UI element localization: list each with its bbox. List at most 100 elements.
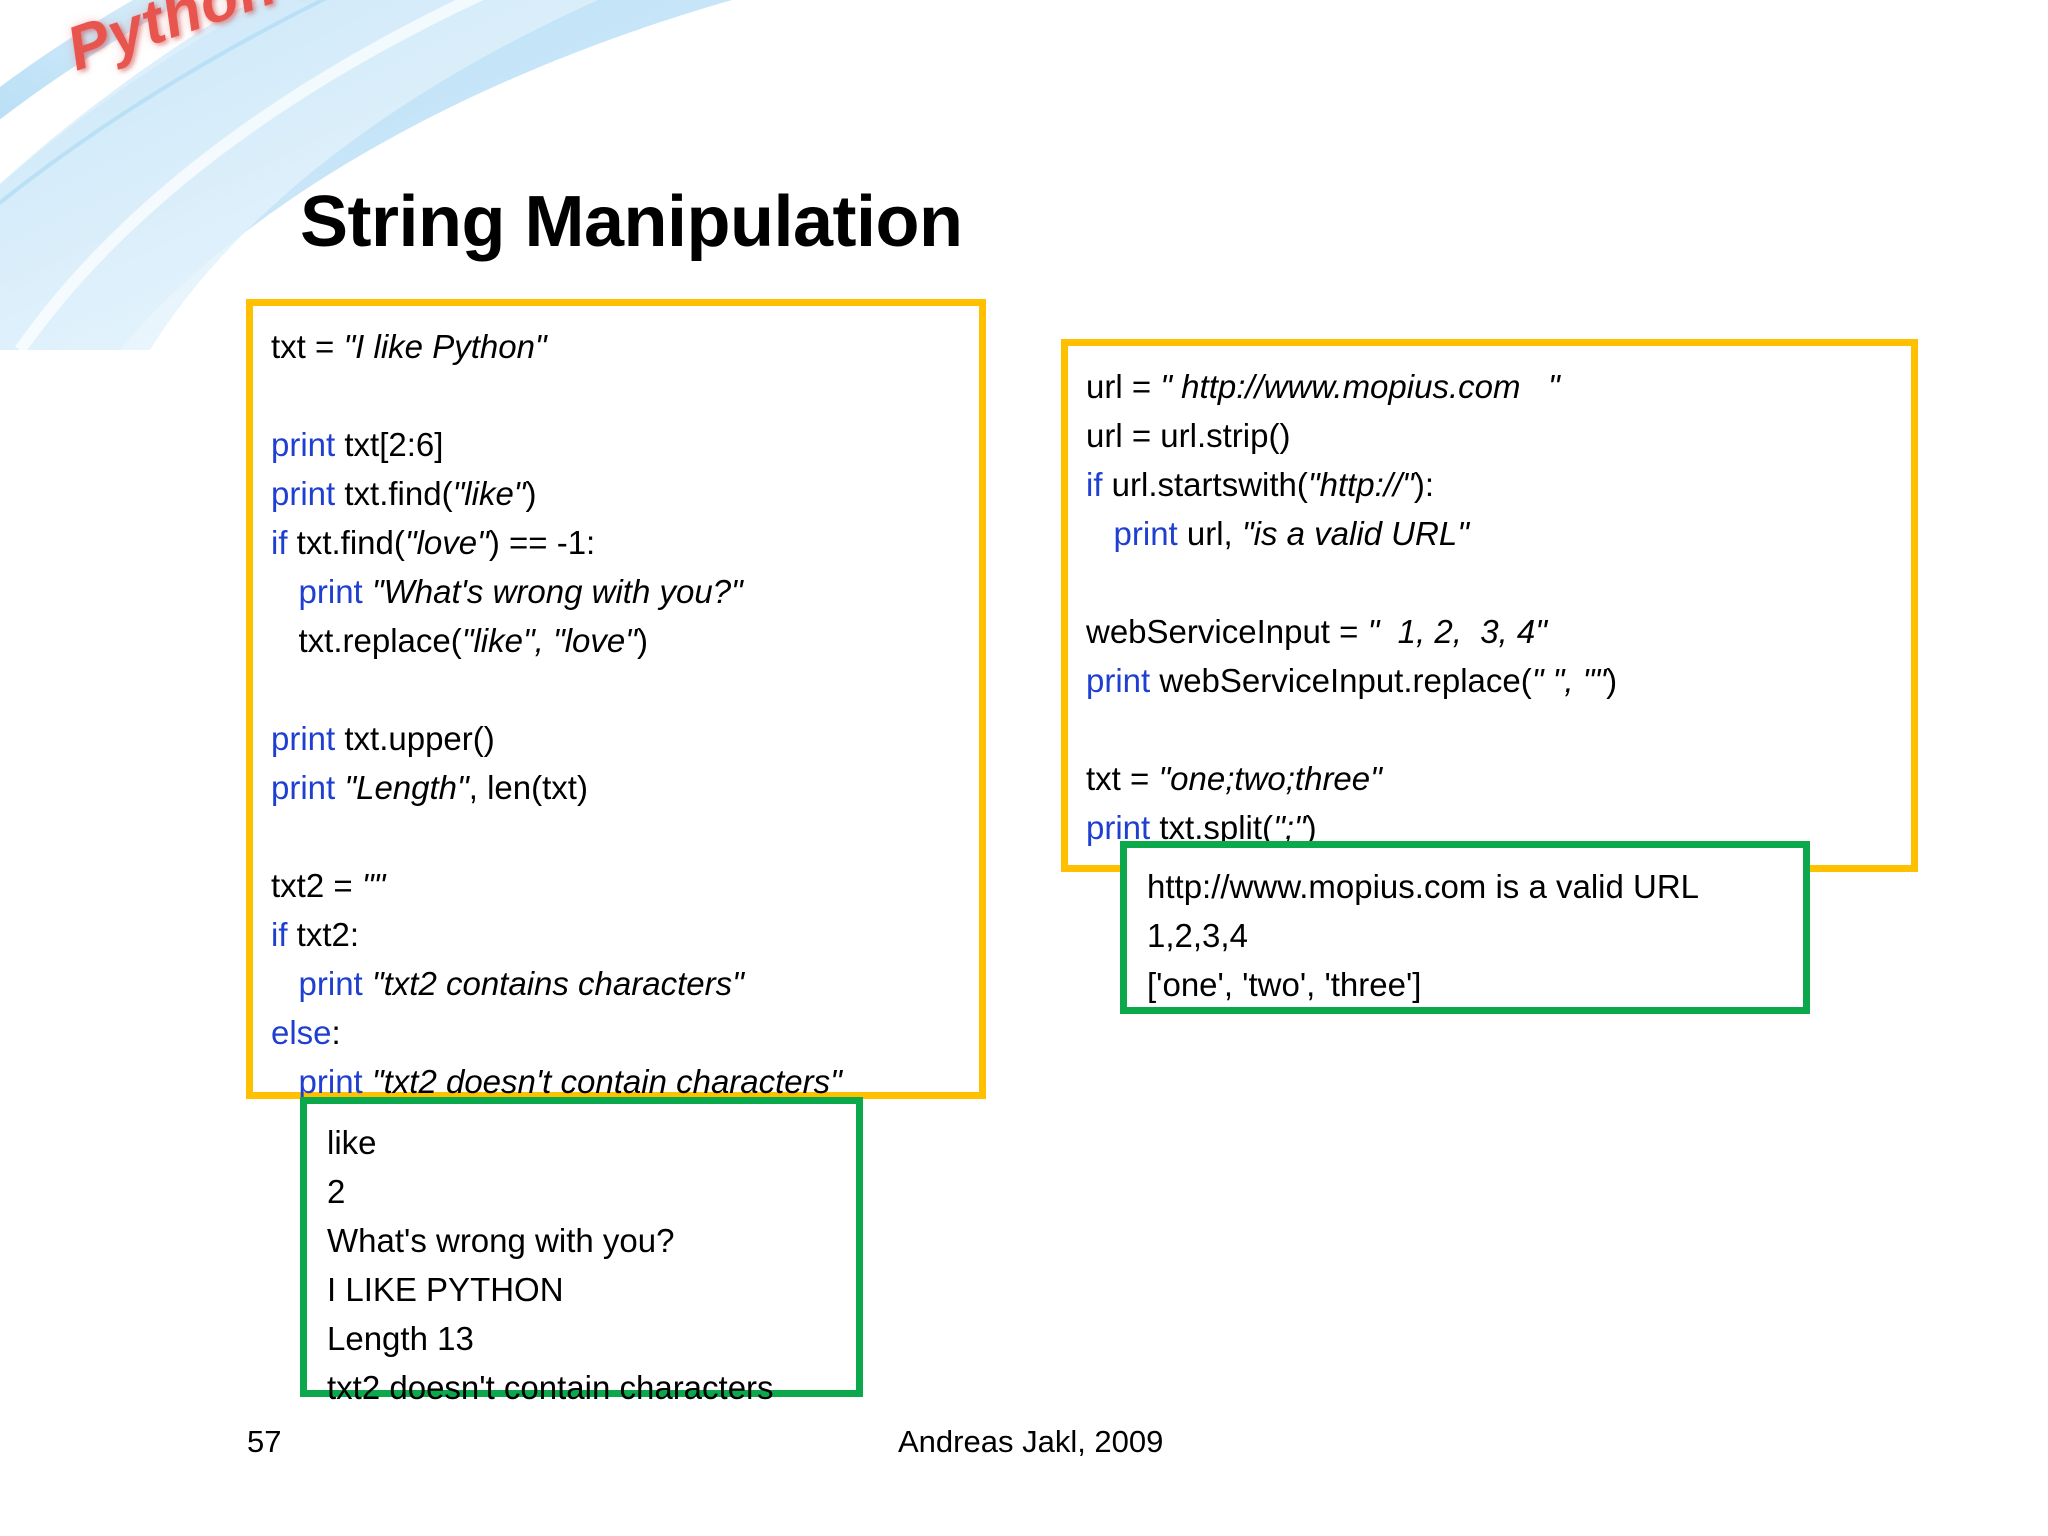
output-line: http://www.mopius.com is a valid URL (1147, 868, 1700, 905)
code-text: webServiceInput.replace( (1150, 662, 1532, 699)
code-line: print "txt2 contains characters" (271, 959, 961, 1008)
code-string: "http://" (1307, 466, 1414, 503)
code-text (271, 1063, 299, 1100)
code-text (335, 769, 344, 806)
output-line: txt2 doesn't contain characters (327, 1369, 774, 1406)
code-text: webServiceInput = (1086, 613, 1368, 650)
code-text: txt = (1086, 760, 1159, 797)
output-right-content: http://www.mopius.com is a valid URL 1,2,… (1127, 848, 1803, 1021)
output-line: 2 (327, 1173, 346, 1210)
code-string: ";" (1273, 809, 1306, 846)
code-line: if txt.find("love") == -1: (271, 518, 961, 567)
code-keyword: if (271, 524, 288, 561)
code-keyword: print (1113, 515, 1178, 552)
code-text (1086, 515, 1114, 552)
code-string: "" (361, 867, 386, 904)
code-string: " http://www.mopius.com " (1160, 368, 1560, 405)
code-box-right: url = " http://www.mopius.com " url = url… (1061, 339, 1918, 872)
code-text: : (331, 1014, 341, 1051)
code-keyword: print (298, 1063, 363, 1100)
output-box-right: http://www.mopius.com is a valid URL 1,2,… (1120, 841, 1810, 1014)
code-text (363, 965, 372, 1002)
code-line (271, 665, 961, 714)
code-text (363, 573, 372, 610)
code-line: print url, "is a valid URL" (1086, 509, 1893, 558)
code-text: ) (1606, 662, 1618, 699)
code-text: ) (525, 475, 537, 512)
code-line (1086, 705, 1893, 754)
code-line: if txt2: (271, 910, 961, 959)
code-string: "one;two;three" (1158, 760, 1382, 797)
code-keyword: print (1086, 809, 1151, 846)
code-string: "Length" (344, 769, 469, 806)
code-line: print "txt2 doesn't contain characters" (271, 1057, 961, 1106)
code-text: ): (1413, 466, 1435, 503)
code-line: if url.startswith("http://"): (1086, 460, 1893, 509)
code-line: print webServiceInput.replace(" ", "") (1086, 656, 1893, 705)
code-text (363, 1063, 372, 1100)
code-line: txt = "one;two;three" (1086, 754, 1893, 803)
code-string: "is a valid URL" (1241, 515, 1469, 552)
code-line: url = url.strip() (1086, 411, 1893, 460)
code-text: ) (636, 622, 648, 659)
code-keyword: print (271, 426, 336, 463)
code-line: else: (271, 1008, 961, 1057)
code-string: "love" (404, 524, 489, 561)
code-line: txt2 = "" (271, 861, 961, 910)
code-text: txt.find( (287, 524, 405, 561)
code-string: "What's wrong with you?" (371, 573, 743, 610)
code-text: txt[2:6] (335, 426, 444, 463)
code-text: txt.replace( (271, 622, 462, 659)
code-line (271, 812, 961, 861)
code-string: "like", "love" (461, 622, 637, 659)
code-text: , len(txt) (468, 769, 588, 806)
code-text: txt = (271, 328, 344, 365)
code-text: txt.upper() (335, 720, 495, 757)
code-text: url = url.strip() (1086, 417, 1291, 454)
code-text: txt2: (287, 916, 360, 953)
footer-author: Andreas Jakl, 2009 (898, 1424, 1164, 1459)
code-string: " 1, 2, 3, 4" (1367, 613, 1547, 650)
code-line: print txt.split(";") (1086, 803, 1893, 852)
code-text: txt.split( (1150, 809, 1274, 846)
code-line: webServiceInput = " 1, 2, 3, 4" (1086, 607, 1893, 656)
code-string: "I like Python" (343, 328, 547, 365)
page-title: String Manipulation (300, 182, 963, 263)
output-line: 1,2,3,4 (1147, 917, 1248, 954)
code-string: " ", "" (1531, 662, 1607, 699)
code-text: url.startswith( (1102, 466, 1308, 503)
code-text: ) (1305, 809, 1317, 846)
code-keyword: print (271, 769, 336, 806)
code-keyword: print (1086, 662, 1151, 699)
brand-logo: Python Basics (58, 0, 517, 198)
code-keyword: print (271, 720, 336, 757)
code-keyword: print (298, 573, 363, 610)
code-text (271, 965, 299, 1002)
code-line: print txt[2:6] (271, 420, 961, 469)
code-line: print txt.find("like") (271, 469, 961, 518)
code-string: "txt2 contains characters" (371, 965, 744, 1002)
code-keyword: if (1086, 466, 1103, 503)
code-keyword: if (271, 916, 288, 953)
output-line: Length 13 (327, 1320, 474, 1357)
code-line (1086, 558, 1893, 607)
code-line (271, 371, 961, 420)
output-line: ['one', 'two', 'three'] (1147, 966, 1422, 1003)
output-line: What's wrong with you? (327, 1222, 675, 1259)
code-string: "like" (452, 475, 526, 512)
code-text: ) == -1: (488, 524, 596, 561)
code-line: url = " http://www.mopius.com " (1086, 362, 1893, 411)
code-keyword: else (271, 1014, 332, 1051)
code-keyword: print (271, 475, 336, 512)
output-line: like (327, 1124, 377, 1161)
code-text (271, 573, 299, 610)
code-right-content: url = " http://www.mopius.com " url = url… (1068, 346, 1911, 866)
code-text: txt2 = (271, 867, 362, 904)
code-keyword: print (298, 965, 363, 1002)
code-text: txt.find( (335, 475, 453, 512)
code-string: "txt2 doesn't contain characters" (371, 1063, 842, 1100)
code-text: url, (1177, 515, 1242, 552)
